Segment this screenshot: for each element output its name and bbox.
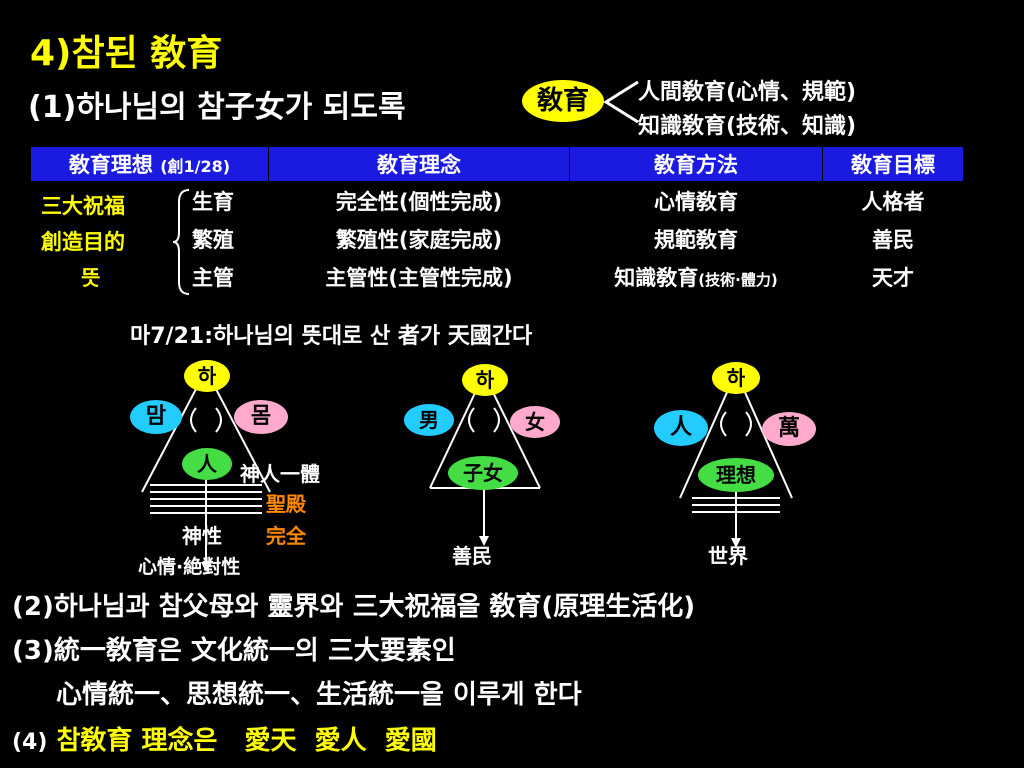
diagram1-bottom-1: 神性 (182, 524, 222, 548)
header-method: 敎育方法 (569, 146, 823, 182)
branch-knowledge-education: 知識敎育(技術、知識) (638, 114, 857, 139)
point-2: (2)하나님과 참父母와 靈界와 三大祝福을 敎育(原理生活化) (12, 592, 696, 622)
diagram1-side-b: 完全 (266, 524, 306, 548)
row2-concept: 繁殖性(家庭完成) (268, 219, 570, 259)
branch-list: 人間敎育(心情、規範) 知識敎育(技術、知識) (638, 74, 856, 140)
diagram1-center: 人 (182, 448, 232, 480)
creation-purpose-label: 創造目的 (41, 230, 125, 254)
diagram1-bottom-2: 心情·絶對性 (138, 556, 241, 578)
row1-goal: 人格者 (822, 180, 964, 221)
diagram1-top: 하 (184, 360, 230, 392)
education-table: 敎育理想 (創1/28) 敎育理念 敎育方法 敎育目標 三大祝福 創造目的 뜻 … (30, 146, 964, 298)
bible-verse: 마7/21:하나님의 뜻대로 산 者가 天國간다 (130, 324, 533, 349)
point-4: (4) 참敎育 理念은 愛天 愛人 愛國 (12, 720, 437, 757)
diagram2-bottom: 善民 (452, 544, 492, 568)
row3-method: 知識敎育(技術·體力) (569, 257, 823, 298)
row1-method: 心情敎育 (569, 180, 823, 221)
branch-bracket-icon (603, 80, 639, 124)
diagram1-side-label: 神人一體 (240, 462, 320, 486)
left-block: 三大祝福 創造目的 뜻 (30, 181, 192, 297)
brace-icon (172, 189, 190, 295)
diagram2-center: 子女 (448, 456, 518, 490)
row3-goal: 天才 (822, 257, 964, 298)
blessing-label: 三大祝福 (41, 194, 125, 218)
diagram1-side-a: 聖殿 (266, 492, 306, 516)
diagram1-left: 맘 (130, 400, 182, 434)
row2-goal: 善民 (822, 219, 964, 259)
diagram3-center: 理想 (698, 458, 774, 492)
row3-method-text: 知識敎育 (614, 266, 699, 291)
sub-multiply: 繁殖 (191, 219, 269, 259)
point-4-text: 참敎育 理念은 愛天 愛人 愛國 (56, 726, 437, 756)
sub-generate: 生育 (191, 180, 269, 221)
row3-concept: 主管性(主管性完成) (268, 257, 570, 298)
row1-concept: 完全性(個性完成) (268, 180, 570, 221)
header-ideal: 敎育理想 (創1/28) (30, 146, 269, 182)
diagram2-right: 女 (510, 406, 560, 438)
diagram3-top: 하 (712, 362, 760, 394)
point-4-prefix: (4) (12, 730, 48, 755)
point-3: (3)統一敎育은 文化統一의 三大要素인 (12, 636, 456, 666)
sub-dominion: 主管 (191, 257, 269, 298)
intro-line: (1)하나님의 참子女가 되도록 (28, 90, 406, 125)
diagram3-right: 萬 (762, 412, 816, 446)
will-label: 뜻 (81, 266, 101, 290)
diagram3-left: 人 (654, 410, 708, 446)
row2-method: 規範敎育 (569, 219, 823, 259)
diagram3-bottom: 世界 (708, 544, 748, 568)
branch-human-education: 人間敎育(心情、規範) (638, 80, 857, 105)
point-3-continued: 心情統一、思想統一、生活統一을 이루게 한다 (56, 680, 582, 710)
header-ideal-text: 敎育理想 (68, 153, 153, 177)
header-ideal-ref: (創1/28) (160, 157, 231, 176)
diagram2-top: 하 (462, 364, 508, 396)
education-badge: 敎育 (522, 80, 604, 122)
row3-method-note: (技術·體力) (698, 271, 778, 290)
header-concept: 敎育理念 (268, 146, 570, 182)
header-goal: 敎育目標 (822, 146, 964, 182)
page-title: 4)참된 敎育 (30, 33, 223, 74)
diagram2-left: 男 (404, 404, 454, 436)
diagram1-right: 몸 (234, 400, 288, 434)
